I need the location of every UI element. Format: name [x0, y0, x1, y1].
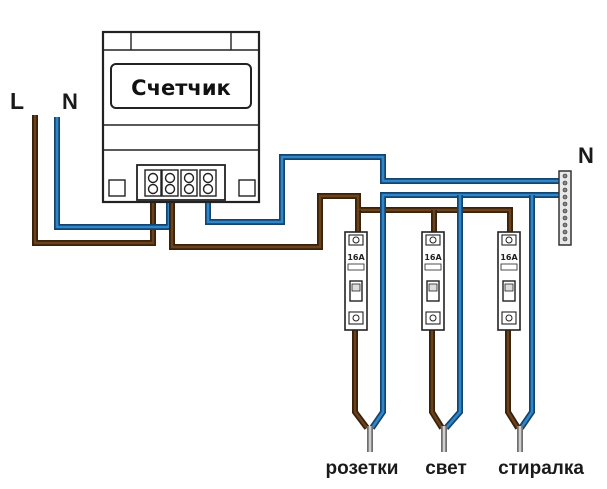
circuit-breaker-3: 16A — [497, 231, 521, 331]
breaker-rating: 16A — [500, 253, 518, 262]
breaker-group: 16A 16A 16A — [344, 231, 521, 331]
load-cables — [367, 426, 523, 452]
bus-screw — [562, 236, 568, 242]
load-label-2: стиралка — [498, 458, 584, 479]
meter-label: Счетчик — [131, 76, 231, 100]
meter-terminal-3 — [180, 169, 198, 197]
bus-screw — [562, 187, 568, 193]
breaker-rating: 16A — [424, 253, 442, 262]
wire-neutral-distribution — [369, 192, 565, 430]
meter-terminal-4 — [199, 169, 217, 197]
meter-terminals — [144, 169, 217, 197]
load-label-0: розетки — [326, 458, 399, 479]
label-neutral-in: N — [62, 89, 78, 114]
meter-display — [110, 63, 252, 109]
circuit-breaker-1: 16A — [344, 231, 368, 331]
breaker-rating: 16A — [347, 253, 365, 262]
wire-incoming-phase — [32, 115, 156, 246]
label-neutral-bus: N — [578, 143, 594, 168]
neutral-bus-bar — [558, 170, 572, 246]
wire-breaker-outputs — [352, 328, 521, 430]
bus-screw — [562, 215, 568, 221]
circuit-breaker-2: 16A — [421, 231, 445, 331]
wire-meter-neutral-out — [205, 154, 565, 225]
bus-screw — [562, 229, 568, 235]
electricity-meter: Счетчик — [101, 30, 261, 204]
label-line-L: L — [10, 88, 24, 114]
meter-terminal-1 — [144, 169, 162, 197]
bus-screw — [562, 194, 568, 200]
wire-meter-phase-out — [169, 193, 513, 250]
load-label-1: свет — [425, 458, 467, 479]
bus-screw — [562, 180, 568, 186]
bus-screw — [562, 173, 568, 179]
bus-screw — [562, 201, 568, 207]
bus-screw — [562, 208, 568, 214]
meter-terminal-2 — [161, 169, 179, 197]
bus-screw — [562, 222, 568, 228]
